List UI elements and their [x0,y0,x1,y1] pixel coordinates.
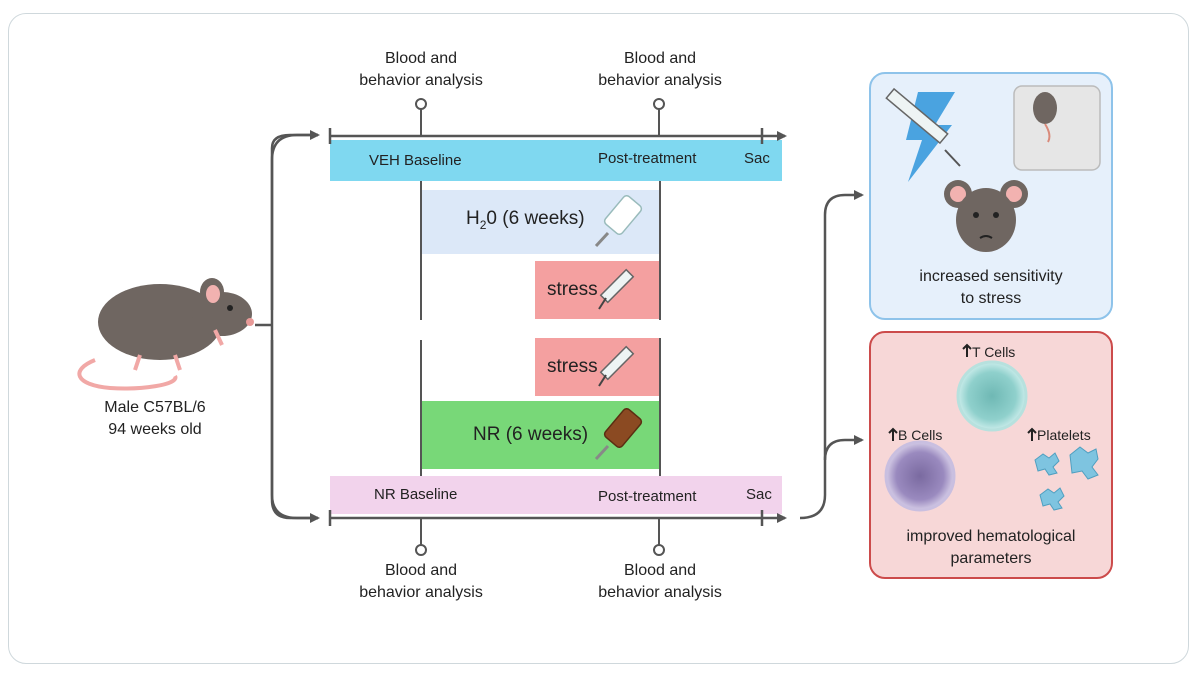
nr-post-label: Post-treatment [598,488,697,505]
veh-post-label: Post-treatment [598,150,697,167]
h2o-label: H20 (6 weeks) [466,208,585,232]
veh-sac-label: Sac [744,150,770,167]
nr-baseline-label: NR Baseline [374,486,458,503]
nr-sac-label: Sac [746,486,772,503]
caged-mouse-icon [1013,85,1101,171]
nr-bottle-icon [594,408,643,461]
syringe-panel-icon [885,87,961,167]
veh-timeline-bar [330,140,782,181]
syringe-icon-veh [598,268,635,310]
nr-timeline-bar [330,476,782,514]
syringe-icon-nr [598,345,635,387]
mouse-illustration [77,278,254,391]
platelets-label: Platelets [1037,427,1091,443]
sad-mouse-face-icon [944,180,1028,252]
veh-baseline-label: VEH Baseline [369,152,462,169]
water-bottle-icon [594,195,643,248]
nr-treatment-label: NR (6 weeks) [473,424,589,445]
t-cell-icon [956,360,1028,432]
stress-label-nr: stress [547,356,598,377]
stress-bar-nr [535,338,660,396]
t-cells-label: T Cells [972,344,1016,360]
platelets-icon [1034,446,1099,511]
b-cells-label: B Cells [898,427,943,443]
stress-bar-veh [535,261,660,319]
b-cell-icon [884,440,956,512]
stress-label-veh: stress [547,279,598,300]
